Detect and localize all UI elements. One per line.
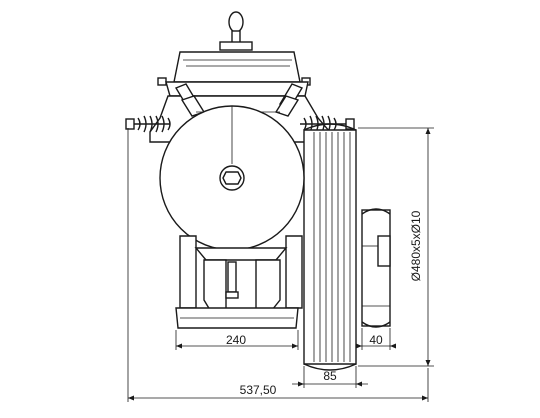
brake-drum — [361, 208, 391, 328]
brake-springs — [125, 115, 355, 133]
dim-label-total-width: 537,50 — [240, 383, 277, 397]
dim-label-85: 85 — [323, 369, 337, 383]
dim-label-240: 240 — [226, 333, 246, 347]
motor-body — [159, 105, 305, 251]
dimension-lines — [127, 127, 434, 402]
traction-sheave — [303, 123, 357, 371]
support-frame — [175, 235, 303, 329]
dim-label-diameter: Ø480x5xØ10 — [409, 210, 423, 281]
handle — [219, 11, 253, 51]
dim-label-40: 40 — [369, 333, 383, 347]
